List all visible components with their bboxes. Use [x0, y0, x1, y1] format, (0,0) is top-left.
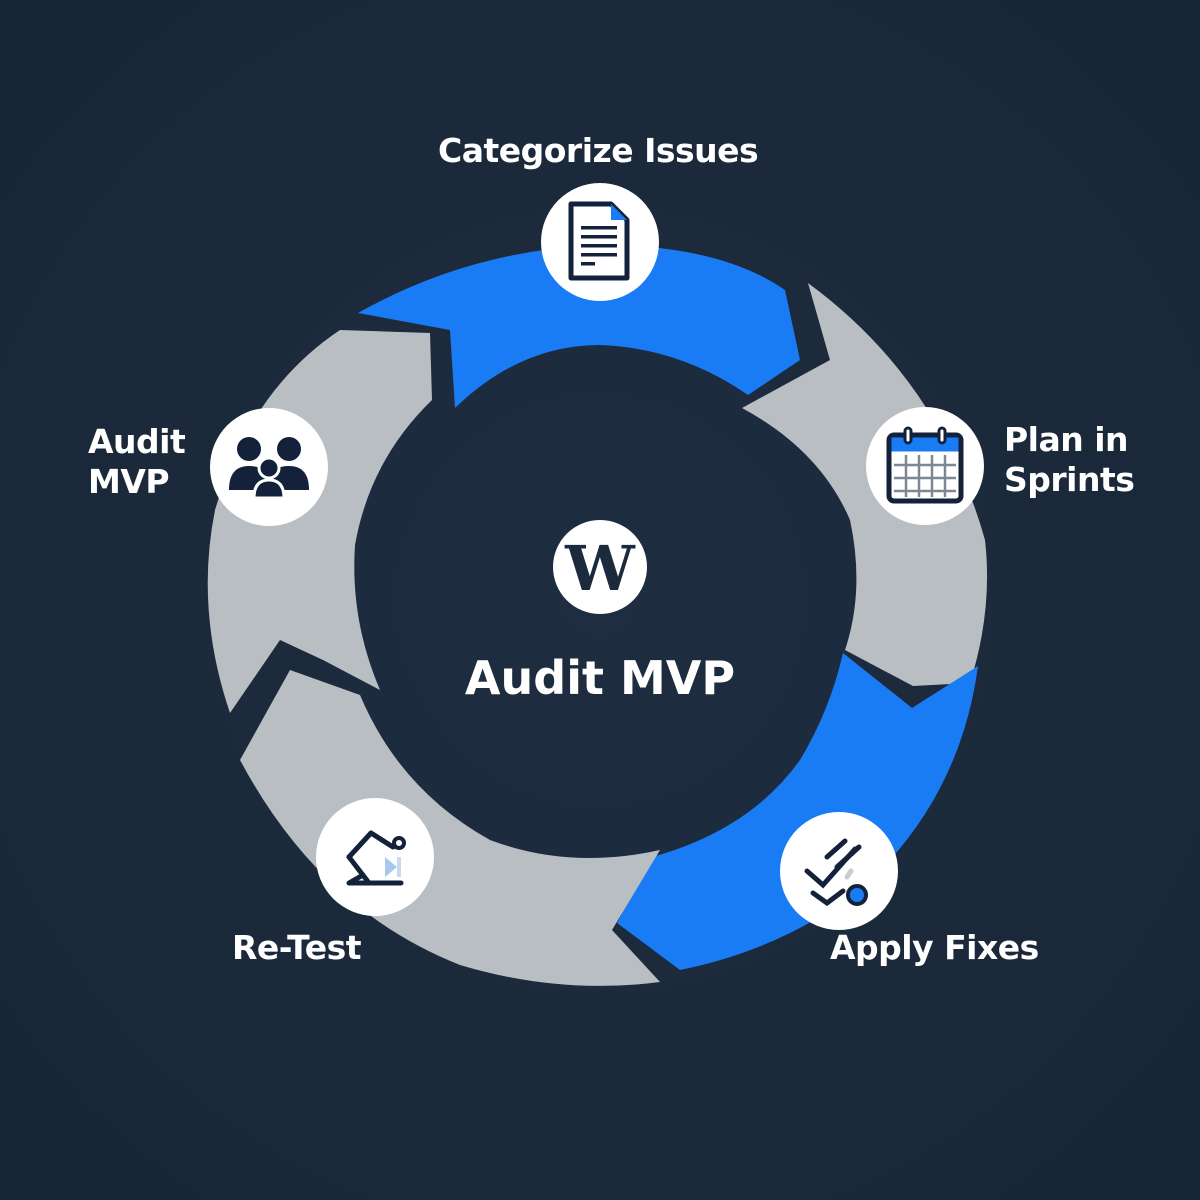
step-label-line1: Audit — [88, 422, 186, 461]
wordpress-logo-letter: W — [565, 532, 635, 605]
document-icon — [568, 201, 630, 281]
step-label-apply-fixes: Apply Fixes — [830, 928, 1039, 967]
center-title: Audit MVP — [464, 651, 736, 705]
users-group-icon — [229, 437, 309, 500]
segment-apply-fixes — [617, 653, 978, 970]
step-icon-audit-mvp[interactable] — [210, 408, 328, 526]
step-icon-plan-in-sprints[interactable] — [866, 407, 984, 525]
wordpress-logo: W — [553, 520, 647, 614]
step-icon-apply-fixes[interactable] — [780, 812, 898, 930]
step-label-line2: Sprints — [1004, 460, 1135, 499]
step-label-line2: MVP — [88, 462, 170, 501]
step-label-categorize-issues: Categorize Issues — [438, 131, 759, 170]
checklist-fix-icon — [804, 838, 868, 907]
step-label-retest: Re-Test — [232, 928, 362, 967]
step-label-plan-in-sprints: Plan in Sprints — [1004, 420, 1135, 500]
step-label-line1: Plan in — [1004, 420, 1129, 459]
retest-icon — [346, 830, 406, 886]
step-icon-retest[interactable] — [316, 798, 434, 916]
segment-retest — [240, 670, 660, 986]
step-label-audit-mvp: Audit MVP — [88, 422, 186, 502]
calendar-icon — [886, 426, 964, 504]
step-icon-categorize-issues[interactable] — [541, 183, 659, 301]
segment-audit-mvp — [207, 330, 432, 713]
segment-categorize-issues — [358, 245, 800, 408]
segment-plan-in-sprints — [742, 283, 988, 686]
